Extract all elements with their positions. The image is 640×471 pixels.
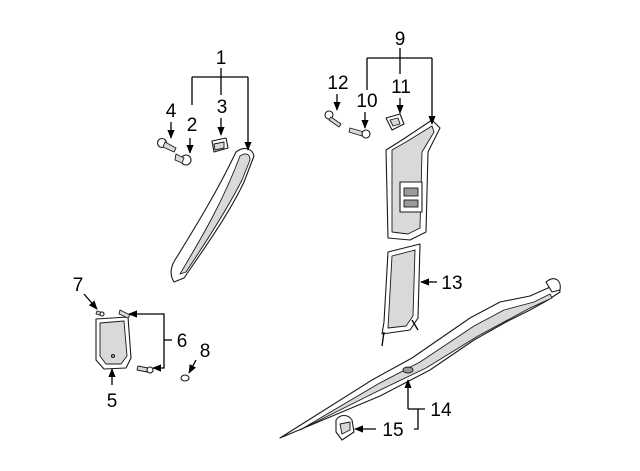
- screw-6b: [136, 365, 154, 374]
- leader-9: [366, 48, 436, 125]
- callout-4: 4: [166, 101, 177, 122]
- callout-5: 5: [107, 391, 118, 412]
- screw-10: [348, 127, 371, 139]
- b-pillar-lower-trim: [381, 243, 421, 347]
- leader-1: [191, 68, 252, 151]
- callout-8: 8: [200, 341, 211, 362]
- callout-15: 15: [382, 420, 403, 441]
- callout-10: 10: [356, 91, 377, 112]
- callout-2: 2: [187, 115, 198, 136]
- screw-4: [156, 137, 177, 153]
- clip-3: [211, 137, 229, 153]
- leader-7: [83, 293, 98, 310]
- screw-6a: [118, 309, 131, 319]
- callout-14: 14: [430, 400, 452, 421]
- b-pillar-upper-trim: [385, 119, 441, 241]
- clip-11: [385, 113, 405, 131]
- sill-plate: [279, 278, 561, 439]
- screw-7: [95, 310, 105, 317]
- screw-2: [174, 153, 192, 166]
- callout-6: 6: [177, 331, 188, 352]
- leader-8: [188, 359, 197, 374]
- callout-3: 3: [217, 97, 228, 118]
- screw-12: [324, 110, 342, 128]
- callout-7: 7: [73, 275, 84, 296]
- callout-13: 13: [441, 273, 462, 294]
- callout-1: 1: [216, 48, 227, 69]
- grommet-8: [180, 374, 190, 382]
- leader-6: [128, 310, 172, 372]
- callout-12: 12: [327, 73, 348, 94]
- leader-14: [404, 379, 425, 430]
- a-pillar-trim: [170, 147, 255, 283]
- callout-11: 11: [391, 77, 411, 98]
- callout-9: 9: [395, 29, 406, 50]
- clip-15: [335, 414, 355, 441]
- kick-panel: [95, 316, 132, 370]
